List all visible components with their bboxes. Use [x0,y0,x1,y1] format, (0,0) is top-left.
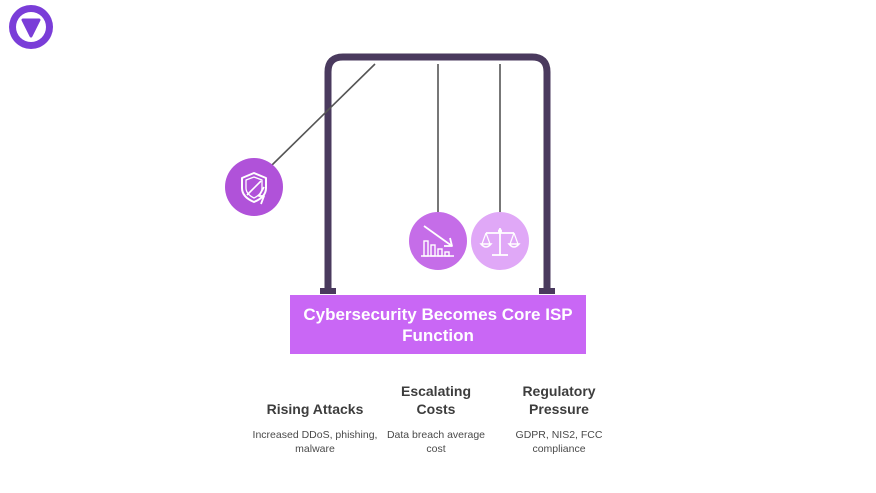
cradle-frame [324,53,551,294]
banner-title: Cybersecurity Becomes Core ISP Function [303,304,573,345]
string-rising-attacks [271,63,376,166]
frame-foot-right [539,288,555,294]
column-title: Regulatory Pressure [522,383,596,417]
column-description: Increased DDoS, phishing, malware [252,429,378,455]
column-title: Rising Attacks [266,401,364,417]
scales-icon [471,212,529,270]
column-description: Data breach average cost [386,429,486,455]
column-title: Escalating Costs [400,383,472,417]
column-escalating-costs: Escalating Costs Data breach average cos… [371,382,501,456]
column-rising-attacks: Rising Attacks Increased DDoS, phishing,… [250,400,380,456]
column-regulatory-pressure: Regulatory Pressure GDPR, NIS2, FCC comp… [494,382,624,456]
core-function-banner: Cybersecurity Becomes Core ISP Function [290,295,586,354]
shield-lightning-icon [225,158,283,216]
declining-chart-icon [409,212,467,270]
column-description: GDPR, NIS2, FCC compliance [515,429,603,455]
logo-icon [9,5,53,49]
frame-foot-left [320,288,336,294]
